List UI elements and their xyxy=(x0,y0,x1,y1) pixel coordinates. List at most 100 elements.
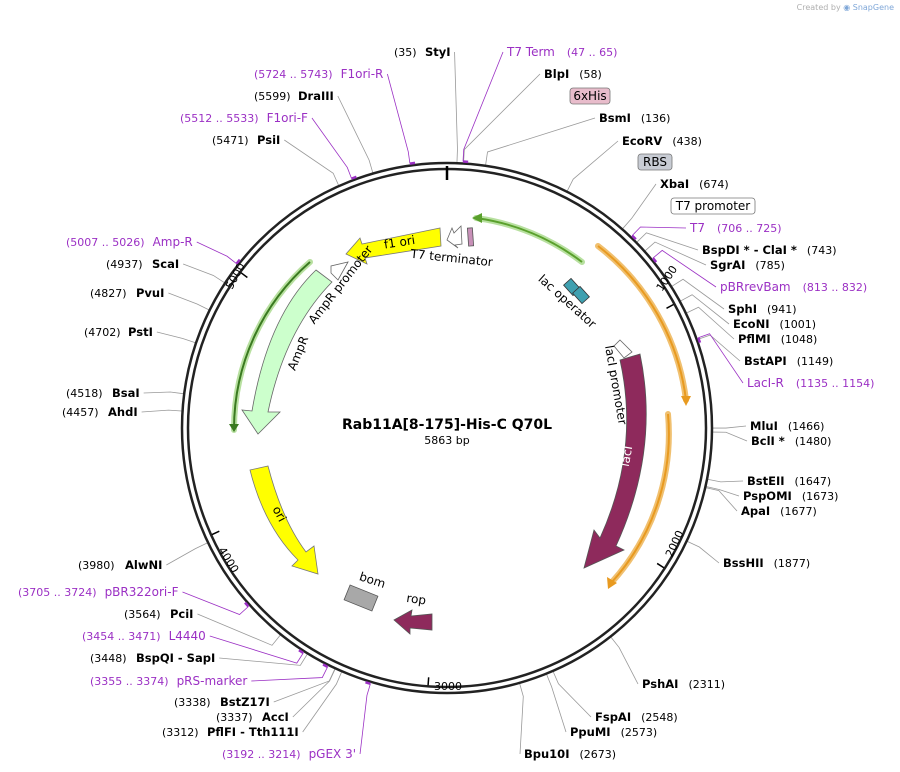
primer-range: (3355 .. 3374) xyxy=(90,675,169,688)
site-name: BclI * xyxy=(751,434,785,448)
site-sphi: SphI(941) xyxy=(728,302,797,316)
site-name: PpuMI xyxy=(570,725,611,739)
site-bspqi-sapi: (3448)BspQI - SapI xyxy=(90,651,215,665)
primer-mark-l4440 xyxy=(298,649,304,655)
tick-mark-4000 xyxy=(211,530,220,536)
site-leader-ppumi xyxy=(546,674,567,733)
primer-leader-l4440 xyxy=(209,635,304,664)
primer-leader-f1ori-f xyxy=(311,117,352,179)
site-leader-mlui xyxy=(712,425,747,429)
primer-marks xyxy=(235,160,702,685)
lac-operator-box-2 xyxy=(572,285,590,305)
site-bstz17i: (3338)BstZ17I xyxy=(174,695,270,709)
site-mlui: MluI (1466) xyxy=(750,419,824,433)
site-leader-bsai xyxy=(143,391,184,395)
site-bcli: BclI * (1480) xyxy=(751,434,831,448)
primer-range: (3454 .. 3471) xyxy=(82,630,161,643)
site-leader-apai xyxy=(706,487,738,512)
site-position: (5471) xyxy=(212,134,249,147)
site-bsmi: BsmI(136) xyxy=(599,111,670,125)
primer-name: pGEX 3' xyxy=(309,747,356,761)
site-xbai: XbaI(674) xyxy=(660,177,729,191)
site-position: (1480) xyxy=(795,435,832,448)
primer-mark-pgex-3 xyxy=(365,681,371,685)
primer-mark-pbrrevbam xyxy=(651,257,658,263)
backbone-outer xyxy=(180,161,714,695)
primer-name: pRS-marker xyxy=(177,674,248,688)
primer-amp-r: (5007 .. 5026)Amp-R xyxy=(66,235,193,249)
site-leader-pspomi xyxy=(706,486,740,497)
site-position: (438) xyxy=(672,135,702,148)
primer-range: (47 .. 65) xyxy=(567,46,618,59)
site-name: PflMI xyxy=(738,332,771,346)
site-position: (2673) xyxy=(579,748,616,761)
site-position: (1466) xyxy=(788,420,825,433)
primer-name: T7 Term xyxy=(506,45,555,59)
site-leader-pflfi-tth111i xyxy=(302,672,342,733)
site-name: PsiI xyxy=(257,133,280,147)
site-leader-bsshii xyxy=(687,541,720,564)
site-pcii: (3564)PciI xyxy=(124,607,193,621)
site-leader-psii xyxy=(284,139,339,186)
site-bsteii: BstEII(1647) xyxy=(747,474,831,488)
primer-range: (5724 .. 5743) xyxy=(254,68,333,81)
t7-terminator-arrow xyxy=(446,225,463,249)
laci-promoter-box xyxy=(613,339,633,359)
primer-leader-laci-r xyxy=(698,333,744,384)
primer-laci-r: LacI-R (1135 .. 1154) xyxy=(747,376,874,390)
site-name: ApaI xyxy=(741,504,770,518)
site-leader-pflmi xyxy=(686,306,735,340)
site-leader-bcli xyxy=(712,431,748,442)
site-leader-bspqi-sapi xyxy=(219,654,308,666)
site-position: (2311) xyxy=(688,678,725,691)
site-leader-bspdi-clai xyxy=(636,232,699,251)
t7-terminator-label: T7 terminator xyxy=(409,247,494,270)
primer-range: (1135 .. 1154) xyxy=(796,377,875,390)
bom-label: bom xyxy=(358,569,388,591)
orange-bar-1 xyxy=(597,245,687,401)
site-name: MluI xyxy=(750,419,778,433)
site-name: ScaI xyxy=(152,257,179,271)
site-position: (5599) xyxy=(254,90,291,103)
site-name: BssHII xyxy=(723,556,764,570)
site-leader-pcii xyxy=(197,613,281,646)
primer-name: F1ori-R xyxy=(341,67,384,81)
site-name: BstZ17I xyxy=(220,695,270,709)
site-name: PspOMI xyxy=(743,489,792,503)
primer-mark-f1ori-f xyxy=(351,175,357,180)
site-name: AhdI xyxy=(108,405,138,419)
site-leader-bstz17i xyxy=(273,668,336,703)
site-position: (1048) xyxy=(781,333,818,346)
credit-prefix: Created by xyxy=(796,3,841,12)
snapgene-logo-icon: ◉ xyxy=(843,3,851,12)
site-leader-styi xyxy=(454,51,458,163)
primer-leader-pbr322ori-f xyxy=(182,591,249,615)
primer-mark-laci-r xyxy=(697,337,702,344)
site-draiii: (5599)DraIII xyxy=(254,89,334,103)
site-name: Bpu10I xyxy=(524,747,569,761)
site-bsshii: BssHII(1877) xyxy=(723,556,810,570)
site-position: (1001) xyxy=(779,318,816,331)
site-leader-draiii xyxy=(337,95,374,173)
site-sgrai: SgrAI(785) xyxy=(710,258,785,272)
6xhis-label: 6xHis xyxy=(573,89,606,103)
site-bstapi: BstAPI(1149) xyxy=(744,354,833,368)
site-leader-ecorv xyxy=(566,140,619,191)
primer-mark-amp-r xyxy=(235,258,241,265)
site-name: EcoRV xyxy=(622,134,662,148)
site-ecorv: EcoRV (438) xyxy=(622,134,702,148)
site-position: (1647) xyxy=(795,475,832,488)
site-leader-sphi xyxy=(671,278,725,310)
site-name: PciI xyxy=(170,607,193,621)
site-name: SphI xyxy=(728,302,757,316)
primer-prs-marker: (3355 .. 3374) pRS-marker xyxy=(90,674,247,688)
tick-mark-3000 xyxy=(427,677,430,686)
orange-bar-2-arrow xyxy=(607,577,617,589)
site-name: BspDI * - ClaI * xyxy=(702,243,797,257)
primer-name: LacI-R xyxy=(747,376,784,390)
site-leader-bsteii xyxy=(707,478,744,483)
site-leader-fspai xyxy=(552,671,592,718)
site-leader-psti xyxy=(156,331,196,344)
site-position: (2548) xyxy=(641,711,678,724)
site-name: BlpI xyxy=(544,67,569,81)
